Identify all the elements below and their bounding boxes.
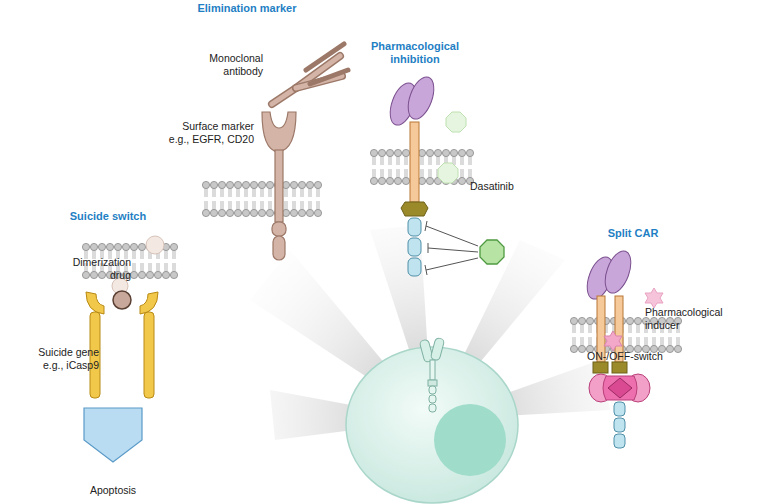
lipid [82, 271, 89, 278]
lipid [250, 181, 257, 188]
lipid [306, 181, 313, 188]
lipid [570, 317, 577, 324]
lipid [226, 181, 233, 188]
lipid [154, 271, 161, 278]
monoclonal-antibody [272, 44, 348, 104]
lipid [578, 345, 585, 352]
part-label: Suicide gene e.g., iCasp9 [31, 346, 99, 372]
lipid [378, 177, 385, 184]
light-rays [250, 225, 610, 440]
lipid [314, 181, 321, 188]
part-label: Dimerization drug [67, 256, 131, 282]
section-heading: Split CAR [588, 227, 678, 240]
lipid [202, 181, 209, 188]
lipid [90, 243, 97, 250]
lipid [266, 209, 273, 216]
outcome-label: Apoptosis [73, 484, 153, 497]
lipid [242, 181, 249, 188]
t-cell [346, 337, 518, 503]
lipid [370, 177, 377, 184]
lipid [106, 243, 113, 250]
lipid [290, 209, 297, 216]
lipid [258, 209, 265, 216]
lipid [170, 243, 177, 250]
lipid [138, 243, 145, 250]
lipid [666, 345, 673, 352]
drug-label: Dasatinib [470, 180, 540, 193]
lipid [634, 317, 641, 324]
split-car [582, 248, 663, 448]
lipid [138, 271, 145, 278]
lipid [450, 149, 457, 156]
lipid [90, 271, 97, 278]
lipid [234, 209, 241, 216]
lipid [458, 149, 465, 156]
lipid [170, 271, 177, 278]
lipid [386, 149, 393, 156]
lipid [130, 271, 137, 278]
lipid [266, 181, 273, 188]
lipid [82, 243, 89, 250]
lipid [162, 271, 169, 278]
lipid [130, 243, 137, 250]
lipid [570, 345, 577, 352]
lipid [578, 317, 585, 324]
car-inhibition [385, 74, 504, 276]
lipid [218, 209, 225, 216]
lipid [298, 181, 305, 188]
lipid [146, 271, 153, 278]
lipid [226, 209, 233, 216]
lipid [202, 209, 209, 216]
lipid [210, 181, 217, 188]
section-heading: Suicide switch [53, 210, 163, 223]
lipid [218, 181, 225, 188]
part-label: ON-/OFF-switch [587, 350, 677, 363]
lipid [674, 345, 681, 352]
lipid [234, 181, 241, 188]
membranes [82, 149, 681, 352]
lipid [242, 209, 249, 216]
lipid [426, 177, 433, 184]
lipid [434, 149, 441, 156]
lipid [98, 243, 105, 250]
lipid [98, 271, 105, 278]
lipid [466, 149, 473, 156]
lipid [314, 209, 321, 216]
lipid [290, 181, 297, 188]
lipid [426, 149, 433, 156]
lipid [210, 209, 217, 216]
lipid [258, 181, 265, 188]
lipid [402, 177, 409, 184]
lipid [122, 243, 129, 250]
lipid [586, 317, 593, 324]
lipid [394, 149, 401, 156]
part-label: Monoclonal antibody [201, 52, 263, 78]
part-label: Surface marker e.g., EGFR, CD20 [166, 120, 254, 146]
lipid [250, 209, 257, 216]
lipid [298, 209, 305, 216]
surface-marker [262, 112, 296, 260]
lipid [626, 317, 633, 324]
lipid [394, 177, 401, 184]
lipid [114, 243, 121, 250]
lipid [370, 149, 377, 156]
lipid [386, 177, 393, 184]
part-label: Pharmacological inducer [645, 306, 729, 332]
lipid [402, 149, 409, 156]
lipid [458, 177, 465, 184]
lipid [378, 149, 385, 156]
section-heading: Pharmacological inhibition [365, 40, 465, 67]
lipid [442, 149, 449, 156]
section-heading: Elimination marker [182, 2, 312, 15]
lipid [306, 209, 313, 216]
